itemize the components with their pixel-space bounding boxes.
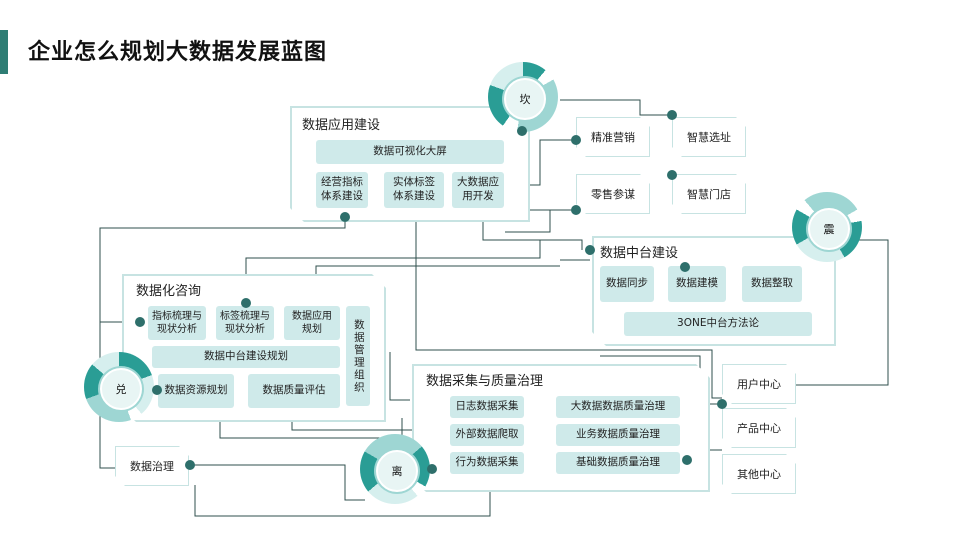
junction-dot (571, 135, 581, 145)
consulting-title: 数据化咨询 (134, 280, 204, 299)
collection-left-1: 外部数据爬取 (450, 424, 524, 446)
governance-tag: 数据治理 (115, 446, 189, 486)
collection-right-1: 业务数据质量治理 (556, 424, 680, 446)
smart-siting-tag: 智慧选址 (672, 117, 746, 157)
junction-dot (667, 170, 677, 180)
junction-dot (517, 126, 527, 136)
collection-right-2: 基础数据质量治理 (556, 452, 680, 474)
junction-dot (571, 205, 581, 215)
application-item-2: 大数据应 用开发 (452, 172, 504, 208)
middle-platform-title: 数据中台建设 (598, 242, 681, 261)
product-center-tag: 产品中心 (722, 408, 796, 448)
collection-left-0: 日志数据采集 (450, 396, 524, 418)
collection-left-2: 行为数据采集 (450, 452, 524, 474)
junction-dot (717, 399, 727, 409)
dial-li: 离 (360, 434, 430, 504)
consulting-item-1: 标签梳理与 现状分析 (216, 306, 274, 340)
consulting-item-2: 数据应用 规划 (284, 306, 340, 340)
junction-dot (241, 298, 251, 308)
consulting-item-0: 指标梳理与 现状分析 (148, 306, 206, 340)
junction-dot (667, 110, 677, 120)
dial-li-label: 离 (376, 450, 418, 492)
junction-dot (680, 262, 690, 272)
collection-right-0: 大数据数据质量治理 (556, 396, 680, 418)
dial-dui-label: 兑 (100, 368, 142, 410)
middle-item-1: 数据建模 (668, 266, 726, 302)
dial-kan-label: 坎 (504, 78, 546, 120)
junction-dot (185, 460, 195, 470)
dial-zhen-label: 震 (808, 208, 850, 250)
middle-item-2: 数据整取 (742, 266, 802, 302)
other-center-tag: 其他中心 (722, 454, 796, 494)
junction-dot (152, 385, 162, 395)
visualization-screen: 数据可视化大屏 (316, 140, 504, 164)
dial-kan: 坎 (488, 62, 558, 132)
collection-title: 数据采集与质量治理 (424, 370, 546, 389)
quality-assess-tile: 数据质量评估 (248, 374, 340, 408)
platform-plan-tile: 数据中台建设规划 (152, 346, 340, 368)
accent-bar (0, 30, 8, 74)
methodology-tile: 3ONE中台方法论 (624, 312, 812, 336)
application-item-1: 实体标签 体系建设 (384, 172, 444, 208)
junction-dot (585, 245, 595, 255)
user-center-tag: 用户中心 (722, 364, 796, 404)
junction-dot (682, 455, 692, 465)
junction-dot (427, 464, 437, 474)
junction-dot (340, 212, 350, 222)
smart-store-tag: 智慧门店 (672, 174, 746, 214)
page-title: 企业怎么规划大数据发展蓝图 (28, 40, 328, 65)
application-title: 数据应用建设 (300, 114, 383, 133)
middle-item-0: 数据同步 (600, 266, 654, 302)
dial-zhen: 震 (792, 192, 862, 262)
resource-plan-tile: 数据资源规划 (158, 374, 234, 408)
application-item-0: 经营指标 体系建设 (316, 172, 368, 208)
management-org-tile: 数据管理组织 (346, 306, 370, 406)
junction-dot (135, 317, 145, 327)
precision-marketing-tag: 精准营销 (576, 117, 650, 157)
dial-dui: 兑 (84, 352, 154, 422)
retail-advisor-tag: 零售参谋 (576, 174, 650, 214)
